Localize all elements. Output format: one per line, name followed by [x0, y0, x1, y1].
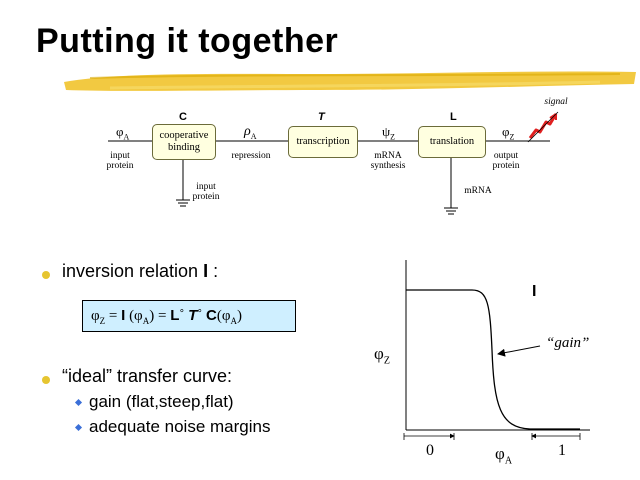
signal-icon — [527, 111, 559, 143]
output-protein-caption: output protein — [492, 151, 520, 171]
gain-label: “gain” — [546, 335, 590, 351]
bullet-dot-1 — [42, 271, 50, 279]
x-tick-0: 0 — [426, 442, 434, 459]
title-brush-stroke — [64, 71, 636, 91]
phi-z-symbol: φZ — [502, 124, 515, 142]
stage-label-l: L — [450, 111, 457, 123]
rho-a-symbol: ρA — [244, 124, 257, 141]
sub-bullet-gain: gain (flat,steep,flat) — [74, 392, 234, 412]
repression-caption: repression — [231, 151, 271, 161]
transcription-box: transcription — [288, 126, 358, 158]
sub-bullet-noise-margins: adequate noise margins — [74, 417, 270, 437]
mrna-synthesis-caption: mRNA synthesis — [370, 151, 406, 171]
pipeline-diagram-lines — [108, 140, 550, 215]
formula-content: φZ = I (φA) = L˚ T˚ C(φA) — [91, 306, 243, 326]
diamond-bullet-icon — [74, 398, 83, 407]
bullet-transfer-curve: “ideal” transfer curve: — [62, 366, 233, 386]
bullet-dot-2 — [42, 376, 50, 384]
input-protein-caption: input protein — [106, 151, 134, 171]
translation-box: translation — [418, 126, 486, 158]
stage-label-c: C — [179, 111, 187, 123]
stage-label-t: T — [318, 111, 325, 123]
formula-box: φZ = I (φA) = L˚ T˚ C(φA) — [82, 300, 296, 332]
bullet-inversion-relation: inversion relation I : — [62, 261, 219, 281]
slide-title: Putting it together — [36, 22, 339, 60]
x-tick-1: 1 — [558, 442, 566, 459]
gain-arrow — [497, 345, 541, 357]
phi-a-symbol: φA — [116, 124, 130, 142]
transfer-curve-plot — [403, 260, 590, 440]
x-axis-label: φA — [495, 444, 513, 467]
mrna-caption: mRNA — [464, 186, 492, 196]
cooperative-binding-label: cooperative binding — [159, 130, 209, 153]
input-protein-bottom-caption: input protein — [192, 182, 220, 202]
cooperative-binding-box: cooperative binding — [152, 124, 216, 160]
y-axis-label: φZ — [374, 344, 390, 367]
psi-z-symbol: ψZ — [382, 124, 396, 142]
translation-label: translation — [429, 136, 475, 148]
signal-caption: signal — [544, 97, 568, 107]
transcription-label: transcription — [296, 136, 350, 148]
transfer-curve-line — [406, 289, 580, 430]
curve-label-i: I — [532, 283, 537, 300]
diamond-bullet-icon — [74, 423, 83, 432]
